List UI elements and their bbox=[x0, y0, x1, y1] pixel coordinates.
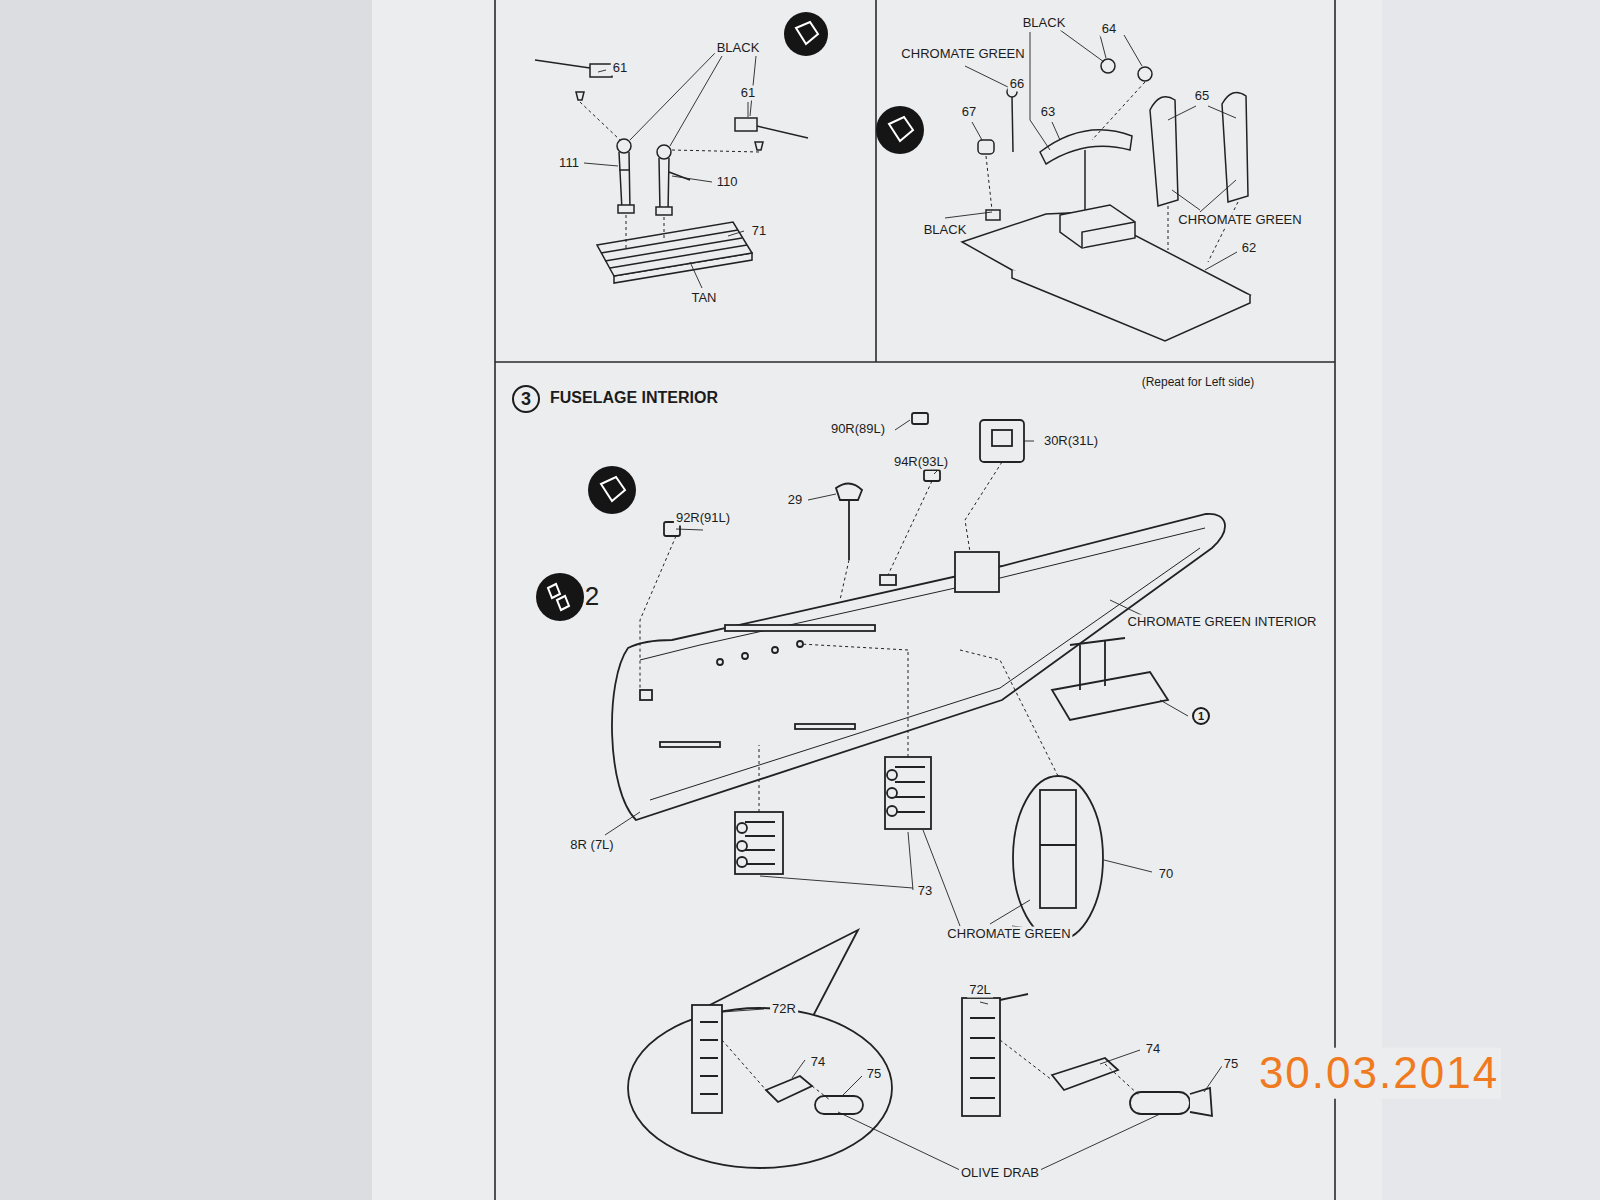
callout-number: 111 bbox=[557, 156, 581, 171]
callout-number: 30.03.2014 bbox=[1257, 1048, 1501, 1099]
callout-number: 30R(31L) bbox=[1042, 434, 1100, 449]
callout-number: 64 bbox=[1100, 22, 1118, 37]
paint-note: CHROMATE GREEN bbox=[945, 927, 1072, 942]
paint-note: OLIVE DRAB bbox=[959, 1166, 1041, 1181]
callout-number: 71 bbox=[750, 224, 768, 239]
paint-note: TAN bbox=[689, 291, 718, 306]
callout-number: 65 bbox=[1193, 89, 1211, 104]
callout-number: (Repeat for Left side) bbox=[1140, 376, 1257, 390]
reference-circle: 1 bbox=[1192, 707, 1210, 725]
paint-icon bbox=[536, 12, 924, 621]
callout-number: 67 bbox=[960, 105, 978, 120]
callout-number: 62 bbox=[1240, 241, 1258, 256]
paint-note: CHROMATE GREEN bbox=[899, 47, 1026, 62]
step-heading: FUSELAGE INTERIOR bbox=[548, 389, 720, 407]
paint-note: CHROMATE GREEN bbox=[1176, 213, 1303, 228]
callout-number: 72L bbox=[967, 983, 993, 998]
callout-number: 73 bbox=[916, 884, 934, 899]
node-text: 3 bbox=[521, 390, 531, 408]
callout-number: 70 bbox=[1157, 867, 1175, 882]
callout-number: 29 bbox=[786, 493, 804, 508]
callout-number: 66 bbox=[1008, 77, 1026, 92]
callout-number: 110 bbox=[715, 175, 740, 190]
callout-number: 75 bbox=[865, 1067, 883, 1082]
callout-number: 74 bbox=[1144, 1042, 1162, 1057]
node-text: 1 bbox=[1198, 711, 1204, 722]
callout-number: 74 bbox=[809, 1055, 827, 1070]
callout-number: 63 bbox=[1039, 105, 1057, 120]
callout-number: 90R(89L) bbox=[829, 422, 887, 437]
paint-note: BLACK bbox=[922, 223, 969, 238]
paint-note: CHROMATE GREEN INTERIOR bbox=[1126, 615, 1319, 630]
callout-number: 72R bbox=[770, 1002, 798, 1017]
paint-note: BLACK bbox=[1021, 16, 1068, 31]
callout-number: 61 bbox=[739, 86, 757, 101]
callout-number: 75 bbox=[1222, 1057, 1240, 1072]
callout-number: 8R (7L) bbox=[568, 838, 615, 853]
callout-number: 92R(91L) bbox=[674, 511, 732, 526]
callout-number: 94R(93L) bbox=[892, 455, 950, 470]
paint-note: BLACK bbox=[715, 41, 762, 56]
callout-number: 61 bbox=[611, 61, 629, 76]
step-number-circle: 3 bbox=[512, 385, 540, 413]
callout-number: 2 bbox=[583, 582, 601, 612]
